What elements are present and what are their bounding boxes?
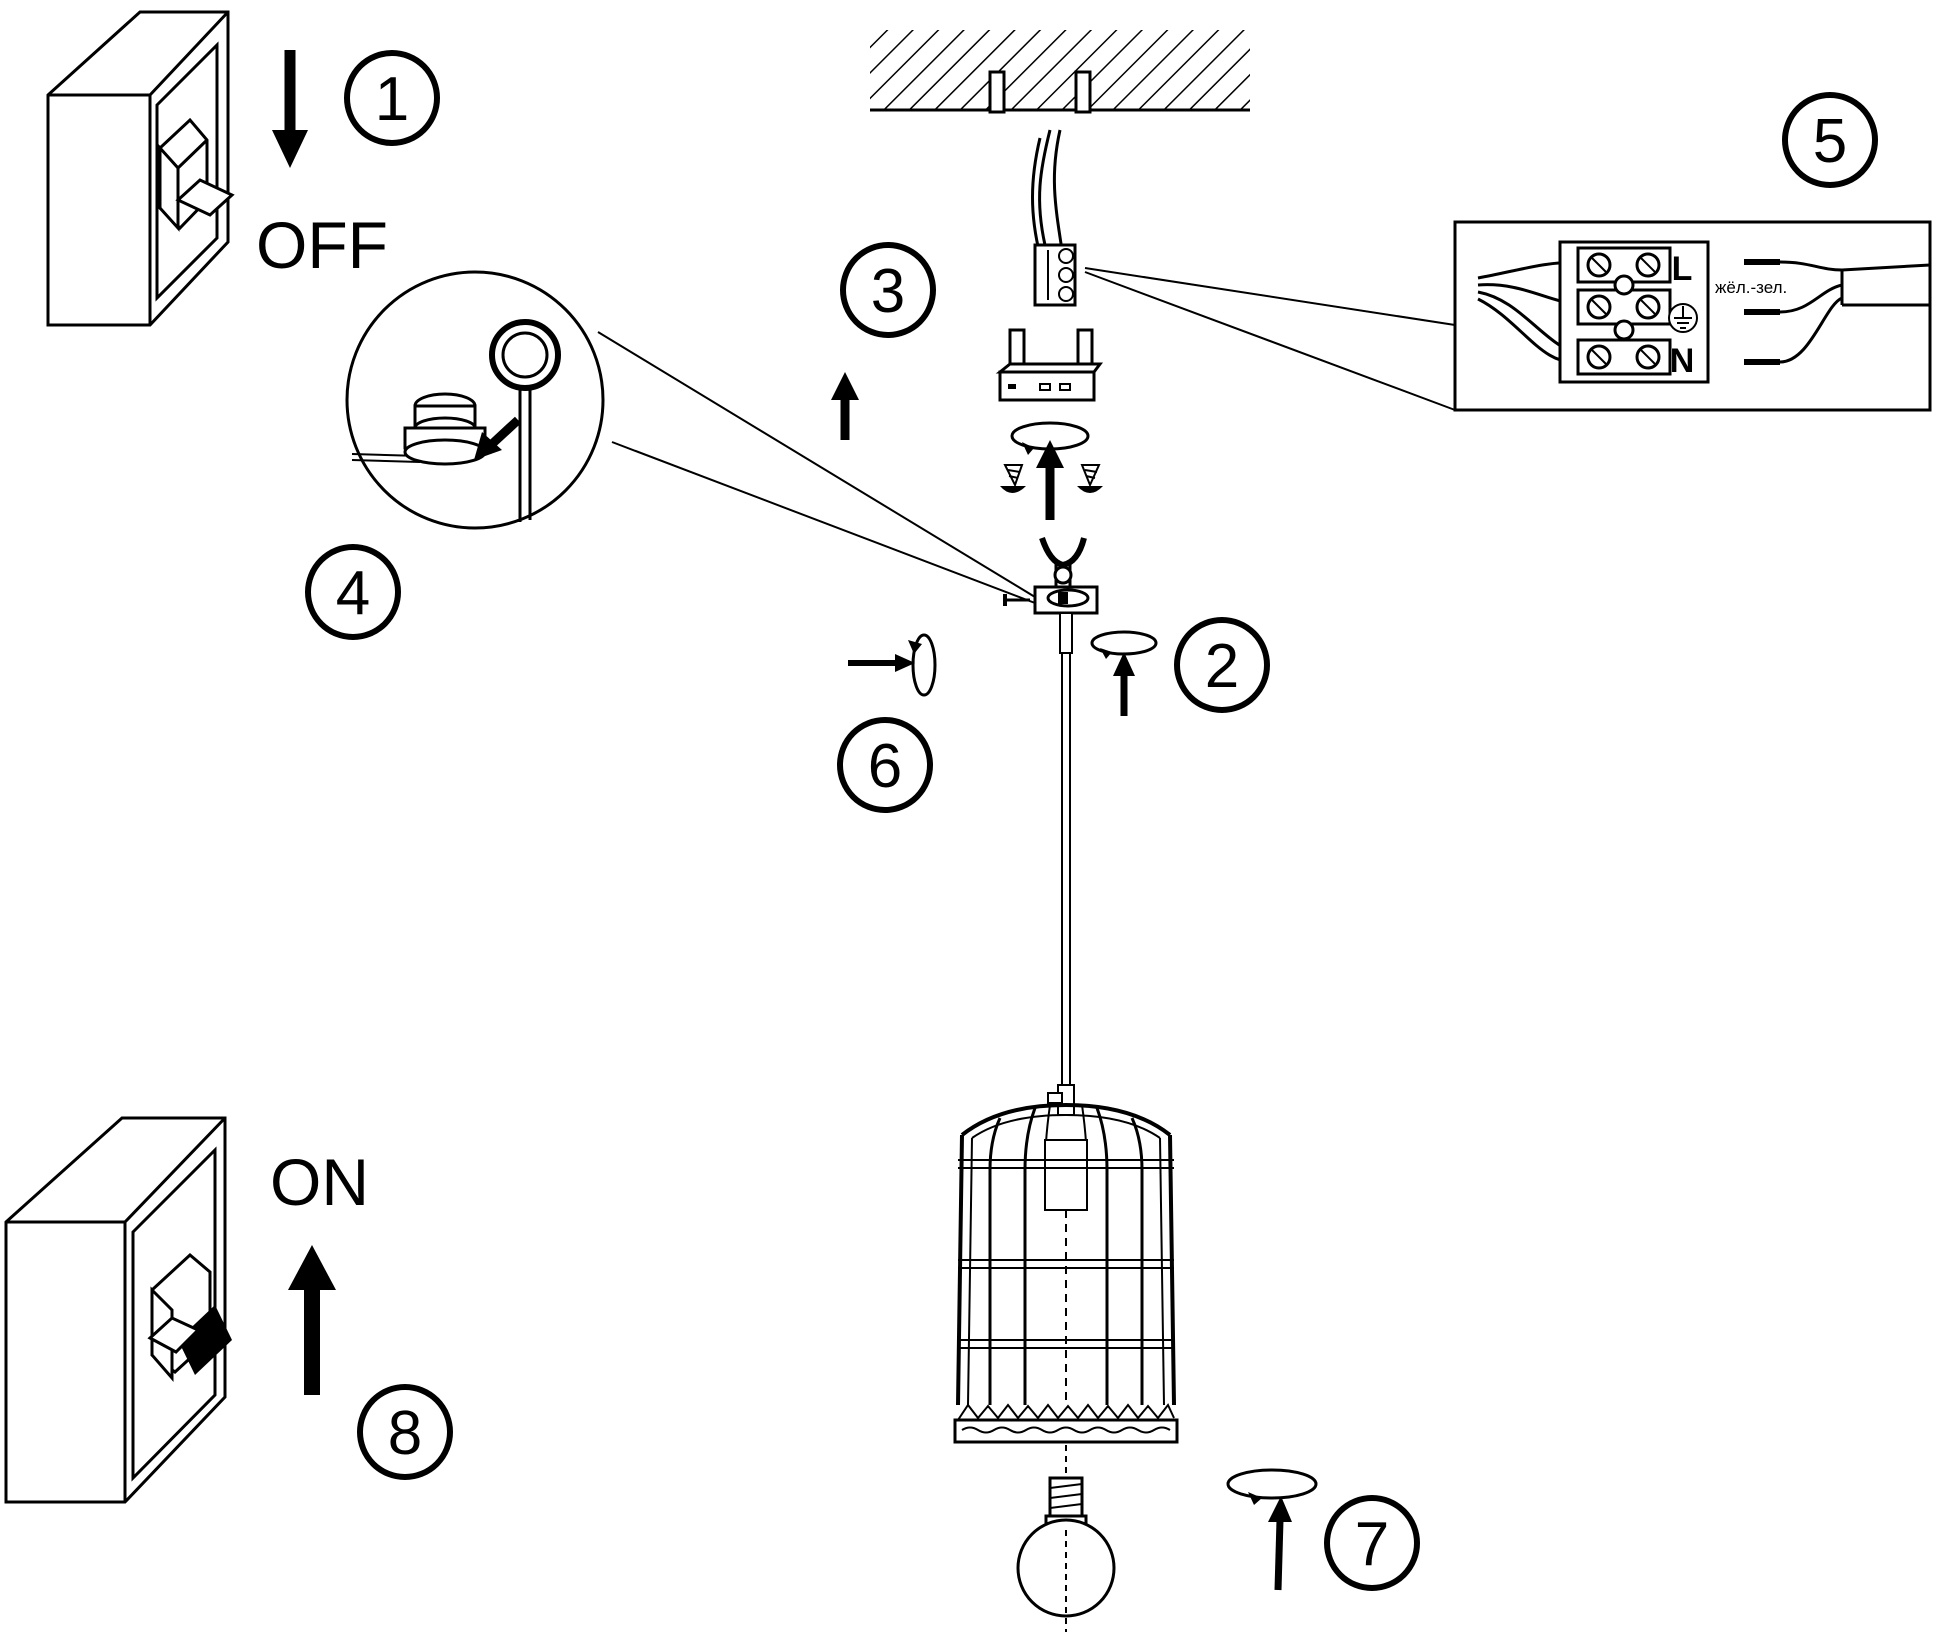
arrow-down-icon (272, 50, 308, 168)
mounting-bracket-icon (995, 328, 1103, 402)
arrow-up-icon (1036, 440, 1064, 520)
neutral-terminal-letter: N (1670, 342, 1695, 380)
step-1-number: 1 (375, 65, 409, 134)
step-8-badge: 8 (357, 1384, 453, 1480)
step-3-number: 3 (871, 257, 905, 326)
step-7-number: 7 (1355, 1510, 1389, 1579)
switch-on-icon (4, 1116, 232, 1504)
terminal-detail-panel: L N жёл.-зел. (1453, 220, 1932, 412)
arrow-icon (474, 416, 522, 460)
hook-icon (1039, 537, 1087, 589)
canopy-icon (1003, 585, 1099, 615)
step-2-number: 2 (1205, 632, 1239, 701)
step-6-badge: 6 (837, 717, 933, 813)
terminal-block-icon (1033, 243, 1077, 307)
earth-wire-label: жёл.-зел. (1715, 278, 1787, 297)
screw-icon (1077, 464, 1103, 493)
arrow-up-icon (1268, 1496, 1292, 1591)
screw-icon (1000, 464, 1026, 493)
rotate-icon (1226, 1468, 1318, 1505)
step-1-badge: 1 (344, 50, 440, 146)
step-5-badge: 5 (1782, 92, 1878, 188)
earth-symbol-icon (1668, 303, 1698, 333)
suspension-cable (1057, 612, 1075, 1116)
step-2-badge: 2 (1174, 617, 1270, 713)
arrow-up-icon (1113, 652, 1135, 716)
step-6-number: 6 (868, 732, 902, 801)
step-5-number: 5 (1813, 107, 1847, 176)
arrow-right-icon (848, 654, 915, 672)
cord-grip-detail (345, 270, 605, 530)
mains-wires (1031, 129, 1064, 256)
rotate-icon (908, 633, 937, 697)
switch-off-icon (46, 10, 235, 327)
switch-on-label: ON (270, 1145, 369, 1219)
cage-shade-icon (953, 1092, 1179, 1444)
step-4-number: 4 (336, 559, 370, 628)
step-3-badge: 3 (840, 242, 936, 338)
light-bulb-icon (1016, 1445, 1116, 1632)
step-4-badge: 4 (305, 544, 401, 640)
step-7-badge: 7 (1324, 1495, 1420, 1591)
arrow-up-icon (831, 372, 859, 440)
ceiling-icon (870, 30, 1250, 114)
live-terminal-letter: L (1672, 250, 1693, 288)
arrow-up-icon (288, 1245, 336, 1395)
switch-off-label: OFF (256, 208, 388, 282)
step-8-number: 8 (388, 1399, 422, 1468)
